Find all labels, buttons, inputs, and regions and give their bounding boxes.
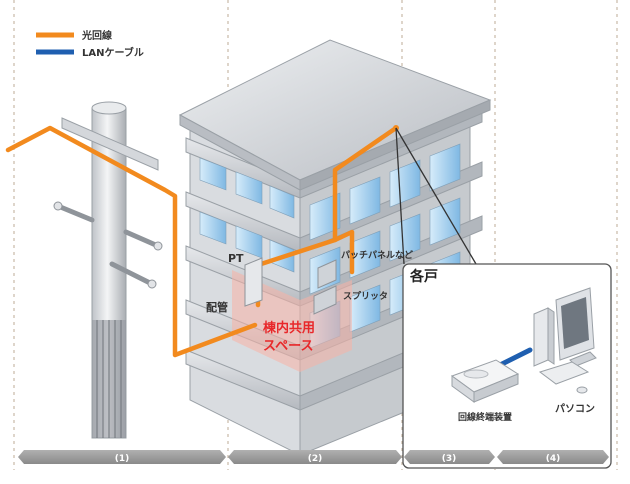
label-pt: PT [228, 252, 244, 265]
section-3-bar [404, 450, 495, 464]
pc-tower [533, 307, 549, 367]
pt-box [244, 257, 263, 307]
fiber-line-pole [5, 125, 258, 358]
onu-device [450, 359, 520, 403]
section-2-bar [228, 450, 402, 464]
label-shared-space-1: 棟内共用 [263, 320, 315, 336]
legend: 光回線 LANケーブル [36, 29, 144, 59]
unit-inset: 各戸 回線終端装置 パソコン [402, 263, 612, 469]
label-splitter: スプリッタ [343, 290, 388, 302]
equipment [244, 125, 399, 315]
utility-pole [53, 101, 163, 439]
section-1-label: (1) [115, 454, 130, 464]
label-kakko: 各戸 [409, 268, 438, 285]
legend-fiber-label: 光回線 [81, 29, 112, 42]
section-1-bar [18, 450, 226, 464]
section-3-label: (3) [442, 454, 457, 464]
section-4-label: (4) [546, 454, 561, 464]
label-patch-panel: パッチパネルなど [341, 249, 413, 261]
pc-icon [533, 287, 597, 394]
patch-panel-box [317, 259, 337, 289]
label-haikan: 配管 [206, 300, 228, 314]
label-shared-space-2: スペース [263, 339, 313, 354]
fiber-line-floors [332, 229, 355, 275]
legend-lan-label: LANケーブル [82, 46, 144, 59]
label-pc: パソコン [555, 403, 595, 415]
section-2-label: (2) [308, 454, 323, 464]
label-onu: 回線終端装置 [458, 411, 512, 423]
section-4-bar [497, 450, 609, 464]
splitter-box [313, 285, 337, 315]
pc-keyboard [538, 361, 590, 385]
callout-lines [395, 127, 477, 265]
section-bar: (1) (2) (3) (4) [18, 450, 609, 464]
